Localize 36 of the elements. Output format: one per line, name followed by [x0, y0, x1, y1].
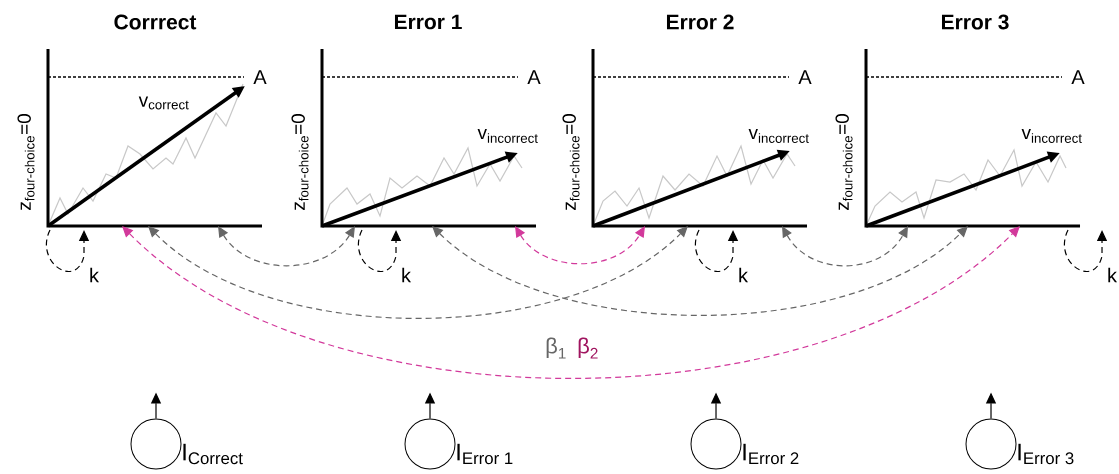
drift-label: $\text{v}_{\text{correct}}$	[138, 96, 189, 110]
axis-label: $\text{z}_{\text{four-choice}}\text{=0}$	[562, 114, 580, 210]
unit-circle	[965, 418, 1017, 470]
unit-label: $\text{I}_{\text{Error 3}}$	[1018, 443, 1074, 465]
edge-label: k	[737, 266, 749, 284]
edge-label: k	[88, 266, 100, 284]
threshold-label: A	[1071, 70, 1085, 84]
curved-arrow	[782, 226, 908, 267]
threshold-label: A	[798, 70, 812, 84]
axis-label: $\text{z}_{\text{four-choice}}\text{=0}$	[291, 114, 309, 210]
panel-title: Corrrect	[114, 14, 197, 30]
axis-label: $\text{z}_{\text{four-choice}}\text{=0}$	[835, 114, 853, 210]
curved-arrow	[432, 226, 968, 316]
panel-title: Error 3	[942, 14, 1009, 30]
threshold-label: A	[253, 70, 267, 84]
drift-label: $\text{v}_{\text{incorrect}}$	[1021, 129, 1082, 143]
unit-circle	[404, 418, 456, 470]
drift-label: $\text{v}_{\text{incorrect}}$	[477, 129, 538, 143]
edge-label: k	[1106, 266, 1118, 284]
parameter-label: $\text{β}_{\text{1}}$	[546, 337, 566, 359]
axis-label: $\text{z}_{\text{four-choice}}\text{=0}$	[17, 114, 35, 210]
curved-arrow	[148, 226, 688, 320]
drift-label: $\text{v}_{\text{incorrect}}$	[748, 129, 809, 143]
curved-arrow	[122, 226, 1020, 380]
edge-label: k	[400, 266, 412, 284]
unit-circle	[130, 418, 182, 470]
panel-title: Error 2	[667, 14, 734, 30]
threshold-label: A	[527, 70, 541, 84]
panel-title: Error 1	[395, 14, 462, 30]
unit-label: $\text{I}_{\text{Correct}}$	[183, 443, 243, 465]
unit-circle	[690, 418, 742, 470]
unit-label: $\text{I}_{\text{Error 1}}$	[457, 443, 513, 465]
curved-arrow	[515, 226, 645, 265]
unit-label: $\text{I}_{\text{Error 2}}$	[743, 443, 799, 465]
curved-arrow	[218, 226, 355, 267]
parameter-label: $\text{β}_{\text{2}}$	[578, 337, 598, 359]
